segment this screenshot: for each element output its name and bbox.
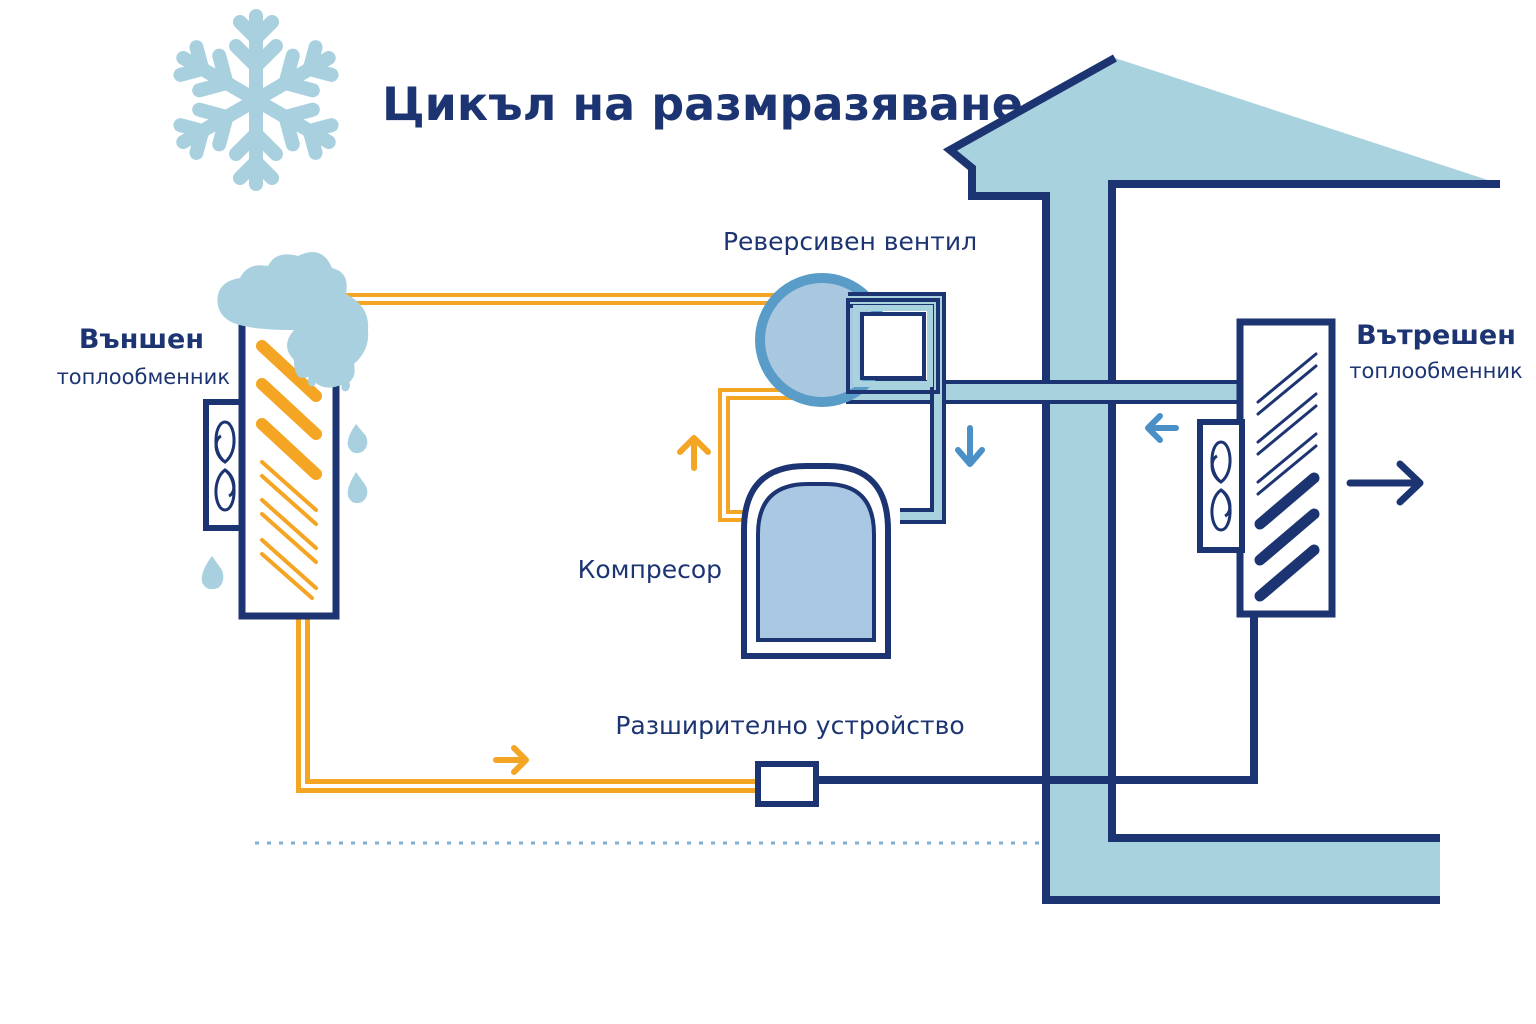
reversing-valve-label: Реверсивен вентил [723, 227, 977, 256]
hot-refrigerant-line [296, 293, 806, 793]
reversing-valve [755, 273, 946, 524]
indoor-unit-label-line2: топлообменник [1349, 359, 1522, 383]
compressor-label: Компресор [578, 555, 722, 584]
cold-refrigerant-line [815, 614, 1258, 784]
fan-icon [214, 420, 236, 512]
indoor-unit-label-line1: Вътрешен [1356, 320, 1516, 351]
outdoor-unit-label-line2: топлообменник [57, 365, 230, 389]
compressor [741, 463, 891, 659]
arrow-icon [1346, 460, 1424, 506]
fan-icon [1210, 440, 1232, 532]
arrow-icon [493, 745, 529, 775]
outdoor-unit-label-line1: Външен [79, 324, 204, 355]
indoor-heat-exchanger [1197, 318, 1336, 618]
arrow-icon [1145, 413, 1179, 443]
diagram-title: Цикъл на размразяване [382, 77, 1023, 131]
snowflake-icon [173, 9, 338, 184]
outdoor-heat-exchanger [201, 252, 369, 620]
water-drop-icon [201, 372, 368, 590]
house [942, 54, 1500, 904]
arrow-icon [955, 425, 985, 467]
expansion-device-label: Разширително устройство [615, 711, 964, 740]
arrow-icon [677, 435, 711, 471]
expansion-device [755, 761, 819, 807]
